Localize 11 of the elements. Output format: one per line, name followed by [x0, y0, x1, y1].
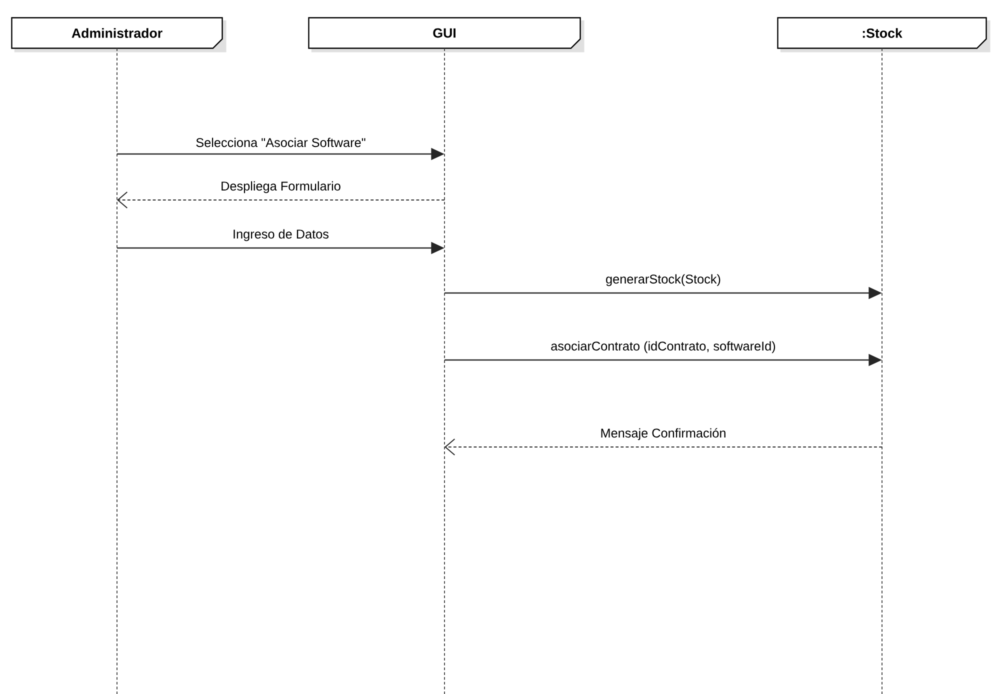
lifeline-header: Administrador: [11, 17, 226, 52]
message-label: asociarContrato (idContrato, softwareId): [551, 341, 776, 354]
lifeline-header: :Stock: [777, 17, 990, 52]
message-label: generarStock(Stock): [606, 274, 720, 286]
message-label: Selecciona "Asociar Software": [196, 138, 366, 148]
message-label: Despliega Formulario: [222, 181, 340, 194]
message-label: Ingreso de Datos: [234, 229, 328, 242]
lifeline-header: GUI: [308, 17, 584, 52]
message-arrow: [117, 192, 444, 208]
message-arrow: [444, 438, 882, 456]
message-label: Mensaje Confirmación: [601, 428, 726, 440]
